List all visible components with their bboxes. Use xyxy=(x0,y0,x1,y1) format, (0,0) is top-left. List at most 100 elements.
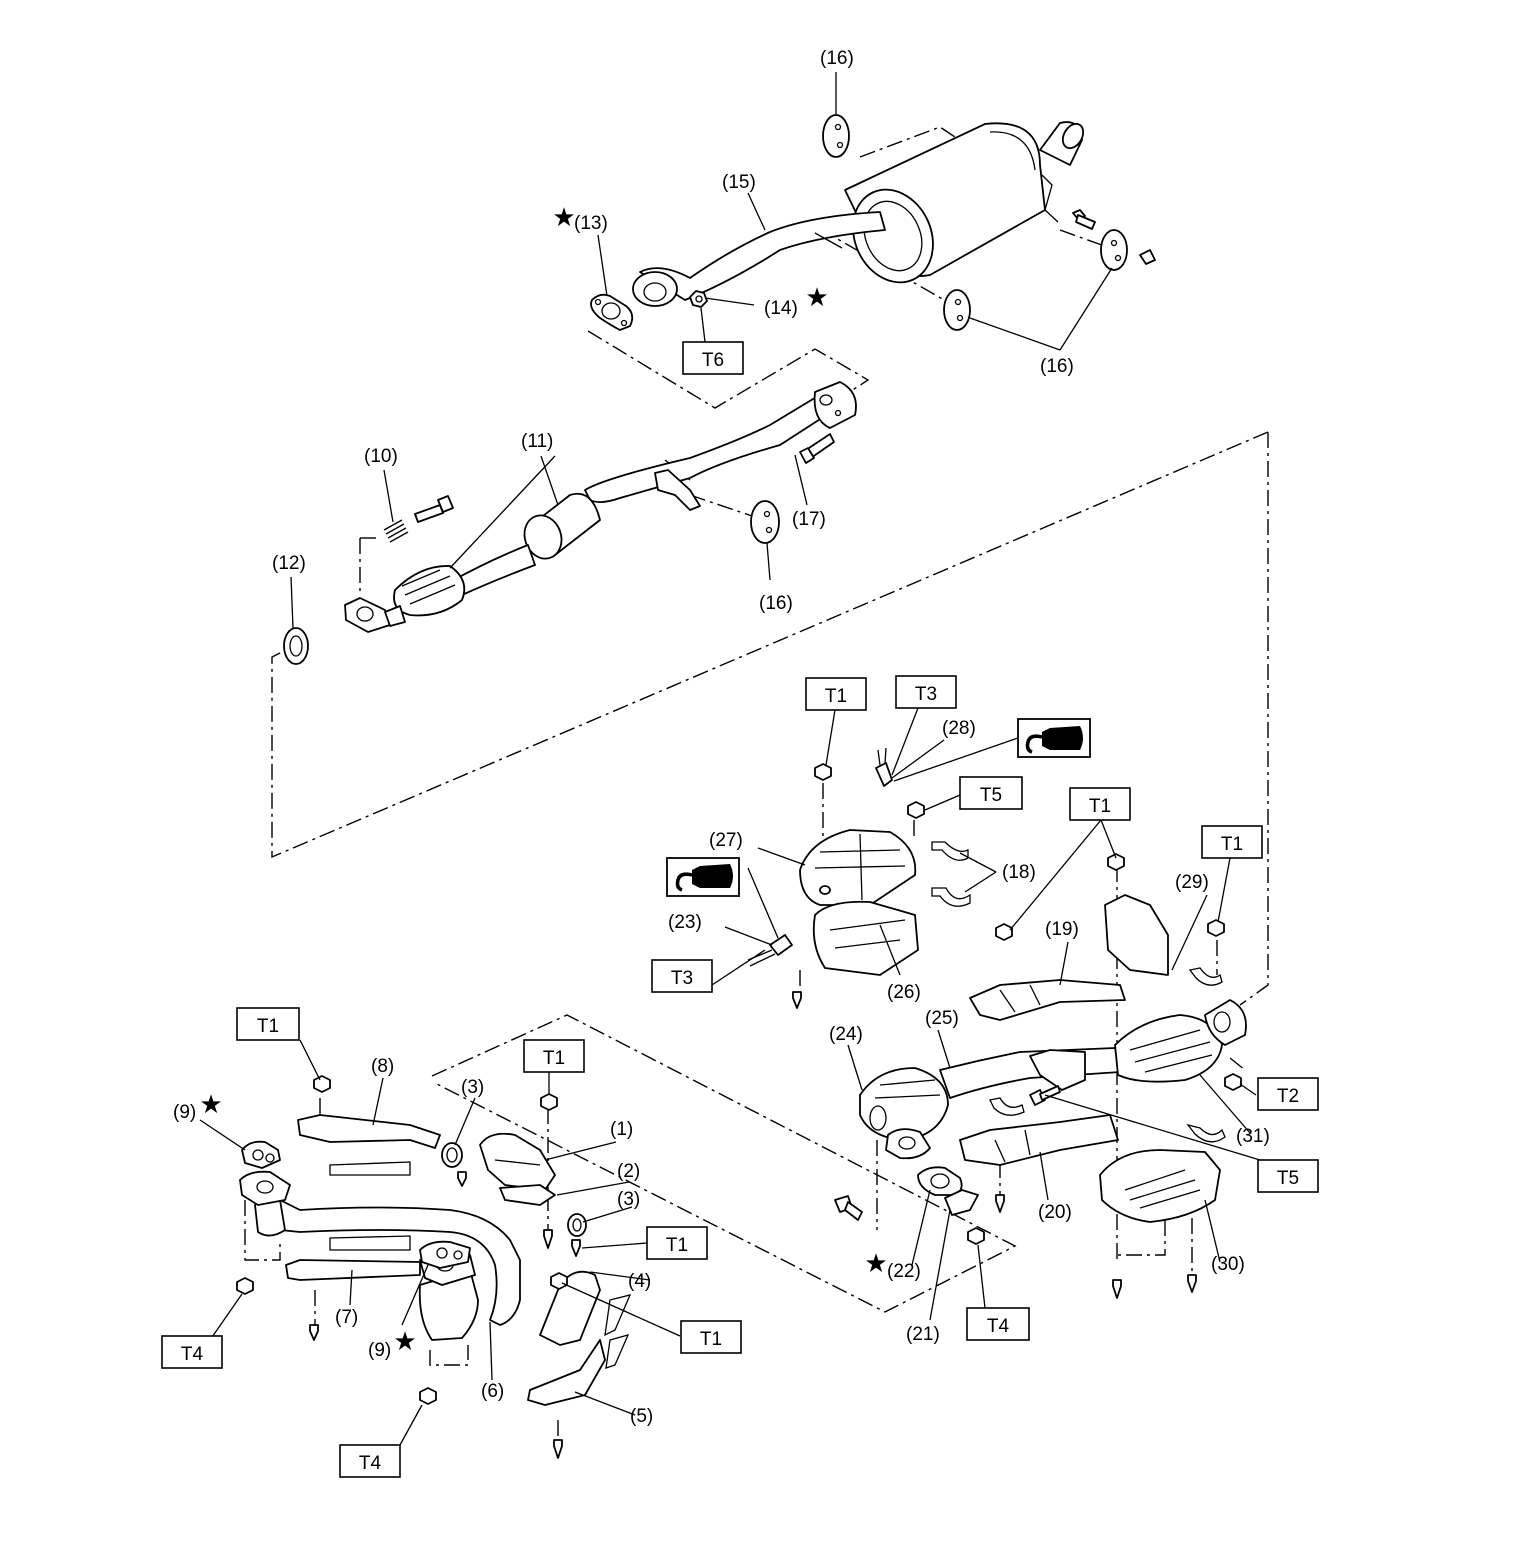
svg-text:T1: T1 xyxy=(1221,834,1243,855)
bolt-17 xyxy=(799,433,835,464)
callout-25: (25) xyxy=(925,1008,959,1029)
torque-box-t6: T6 xyxy=(682,341,744,375)
gasket-22 xyxy=(917,1166,963,1196)
callout-26: (26) xyxy=(887,982,921,1003)
callout-30: (30) xyxy=(1211,1254,1245,1275)
callout-24: (24) xyxy=(829,1024,863,1045)
svg-text:T5: T5 xyxy=(980,785,1002,806)
svg-text:T3: T3 xyxy=(671,968,693,989)
oxygen-sensor-23 xyxy=(747,934,793,967)
callout-31: (31) xyxy=(1236,1126,1270,1147)
rubber-mount-16b xyxy=(943,289,971,331)
svg-text:T1: T1 xyxy=(257,1016,279,1037)
star-9a: ★ xyxy=(199,1089,222,1119)
torque-box-t1f: T1 xyxy=(646,1226,708,1260)
nut-14 xyxy=(689,290,708,308)
spring-10 xyxy=(383,519,409,543)
torque-box-t2: T2 xyxy=(1257,1077,1319,1111)
callout-6: (6) xyxy=(481,1381,504,1402)
callout-19: (19) xyxy=(1045,919,1079,940)
bolt-10 xyxy=(414,495,454,523)
callout-18: (18) xyxy=(1002,862,1036,883)
center-exhaust-pipe xyxy=(344,381,857,633)
grease-tube-icon xyxy=(1017,718,1091,758)
svg-text:T1: T1 xyxy=(700,1329,722,1350)
star-14: ★ xyxy=(805,282,828,312)
svg-text:T2: T2 xyxy=(1277,1086,1299,1107)
star-22: ★ xyxy=(864,1248,887,1278)
heat-shield-20 xyxy=(959,1114,1119,1166)
callout-1: (1) xyxy=(610,1119,633,1140)
mount-bolt xyxy=(1072,209,1156,265)
svg-text:T1: T1 xyxy=(1089,796,1111,817)
svg-text:T5: T5 xyxy=(1277,1168,1299,1189)
torque-box-t1g: T1 xyxy=(680,1320,742,1354)
torque-box-t3b: T3 xyxy=(651,959,713,993)
torque-box-t3a: T3 xyxy=(895,675,957,709)
callout-7: (7) xyxy=(335,1307,358,1328)
torque-box-t5a: T5 xyxy=(959,776,1023,810)
heat-shield-8 xyxy=(297,1114,441,1176)
exhaust-manifold xyxy=(239,1170,521,1341)
torque-box-t5b: T5 xyxy=(1257,1159,1319,1193)
svg-text:T3: T3 xyxy=(915,684,937,705)
grease-tube-icon xyxy=(666,857,740,897)
callout-3a: (3) xyxy=(461,1077,484,1098)
leader-lines xyxy=(199,72,1261,1446)
callout-21: (21) xyxy=(906,1324,940,1345)
gasket-13 xyxy=(590,293,634,331)
star-markers: ★ ★ ★ ★ ★ xyxy=(199,202,887,1356)
callout-9b: (9) xyxy=(368,1340,391,1361)
callout-29: (29) xyxy=(1175,872,1209,893)
svg-text:T1: T1 xyxy=(666,1235,688,1256)
callout-9a: (9) xyxy=(173,1102,196,1123)
callout-17: (17) xyxy=(792,509,826,530)
gasket-9a xyxy=(241,1140,281,1169)
callout-2: (2) xyxy=(617,1161,640,1182)
bracket-21 xyxy=(944,1189,979,1216)
callout-16b: (16) xyxy=(1040,356,1074,377)
heat-insulator-1 xyxy=(479,1132,556,1191)
callout-27: (27) xyxy=(709,830,743,851)
callout-4: (4) xyxy=(628,1271,651,1292)
torque-box-t1e: T1 xyxy=(523,1039,585,1073)
callout-28: (28) xyxy=(942,718,976,739)
gasket-2 xyxy=(499,1184,556,1206)
svg-text:T1: T1 xyxy=(825,686,847,707)
clamp-lower-a xyxy=(989,967,1226,1143)
clamp-3b xyxy=(567,1213,587,1237)
callout-23: (23) xyxy=(668,912,702,933)
star-13: ★ xyxy=(552,202,575,232)
assembly-reference-lines xyxy=(244,126,1269,1440)
callout-20: (20) xyxy=(1038,1202,1072,1223)
callout-16c: (16) xyxy=(759,593,793,614)
svg-text:T4: T4 xyxy=(987,1316,1010,1337)
torque-box-t1c: T1 xyxy=(1201,825,1263,859)
oxygen-sensor-28 xyxy=(875,747,893,787)
center-catalytic-converter xyxy=(799,829,919,976)
torque-box-t4c: T4 xyxy=(339,1444,401,1478)
callout-5: (5) xyxy=(630,1406,653,1427)
rubber-mount-16d xyxy=(750,500,780,544)
torque-box-t1a: T1 xyxy=(805,677,867,711)
clamp-18a xyxy=(931,841,969,861)
callout-3b: (3) xyxy=(617,1189,640,1210)
callout-11: (11) xyxy=(521,431,553,452)
heat-shield-30 xyxy=(1099,1149,1221,1223)
heat-shield-7 xyxy=(285,1235,421,1281)
torque-box-t4a: T4 xyxy=(966,1307,1030,1341)
gasket-9b xyxy=(419,1240,471,1269)
svg-text:T1: T1 xyxy=(543,1048,565,1069)
bolt-t5b xyxy=(1029,1085,1061,1106)
torque-box-t4b: T4 xyxy=(161,1335,223,1369)
muffler-assembly xyxy=(632,121,1085,307)
rubber-mount-16a xyxy=(822,114,850,158)
callout-12: (12) xyxy=(272,553,306,574)
star-9b: ★ xyxy=(393,1326,416,1356)
svg-text:T6: T6 xyxy=(702,350,724,371)
callout-8: (8) xyxy=(371,1056,394,1077)
callout-16a: (16) xyxy=(820,48,854,69)
front-exhaust-pipe-assembly xyxy=(859,999,1247,1160)
heat-insulator-5 xyxy=(527,1334,630,1406)
clamp-18b xyxy=(931,887,971,907)
